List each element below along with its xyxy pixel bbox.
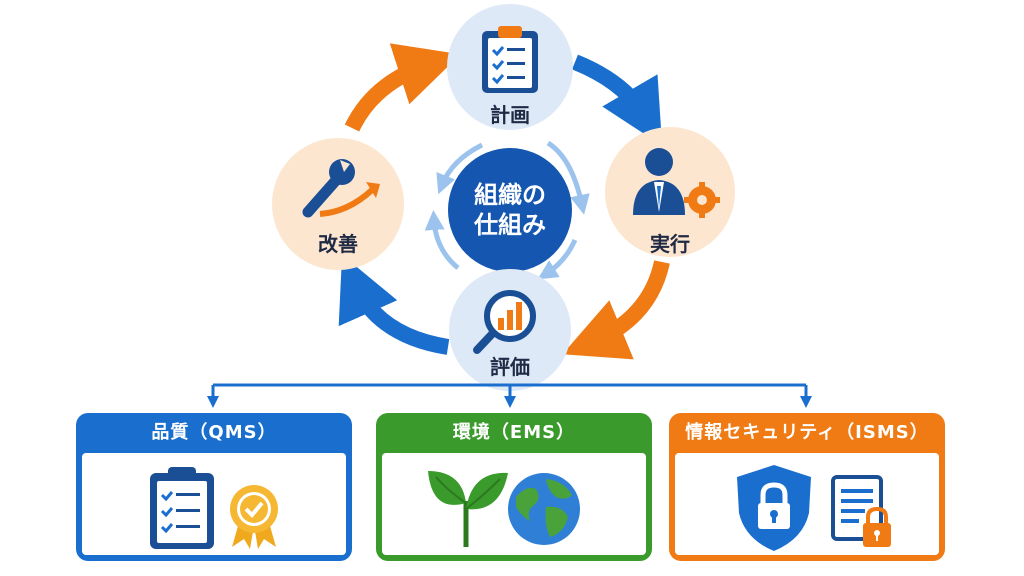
card-qms: 品質（QMS） bbox=[76, 413, 352, 561]
arrow-plan-to-do bbox=[571, 54, 663, 146]
arrow-check-to-act bbox=[338, 254, 450, 355]
person-gear-icon bbox=[633, 148, 720, 218]
clipboard-checklist-icon bbox=[150, 467, 214, 549]
node-plan-label: 計画 bbox=[490, 103, 530, 127]
node-check: 評価 bbox=[449, 269, 571, 391]
globe-icon bbox=[508, 473, 580, 545]
connector-lines bbox=[207, 383, 812, 408]
node-check-label: 評価 bbox=[490, 355, 530, 379]
inner-arrow-2 bbox=[546, 140, 590, 215]
award-medal-icon bbox=[230, 485, 278, 549]
card-qms-title: 品質（QMS） bbox=[151, 422, 277, 443]
shield-lock-icon bbox=[737, 465, 811, 551]
inner-arrow-1 bbox=[436, 142, 484, 195]
node-act: 改善 bbox=[272, 138, 404, 270]
sprout-icon bbox=[428, 471, 508, 547]
node-do-label: 実行 bbox=[650, 232, 690, 256]
card-isms: 情報セキュリティ（ISMS） bbox=[669, 413, 945, 561]
wrench-arrow-icon bbox=[302, 159, 380, 218]
center-label-line1: 組織の bbox=[474, 181, 546, 209]
node-plan: 計画 bbox=[447, 4, 573, 130]
node-do: 実行 bbox=[605, 127, 735, 257]
node-act-label: 改善 bbox=[318, 232, 358, 256]
card-ems-title: 環境（EMS） bbox=[452, 422, 576, 443]
center-label-line2: 仕組み bbox=[473, 211, 546, 239]
arrow-do-to-check bbox=[562, 260, 670, 360]
clipboard-checklist-icon bbox=[482, 26, 538, 93]
card-ems: 環境（EMS） bbox=[376, 413, 652, 561]
document-lock-icon bbox=[831, 475, 891, 547]
arrow-act-to-plan bbox=[344, 43, 461, 132]
card-isms-title: 情報セキュリティ（ISMS） bbox=[685, 422, 929, 443]
center-circle bbox=[448, 148, 572, 272]
magnifier-chart-icon bbox=[473, 290, 536, 354]
inner-arrow-3 bbox=[537, 238, 578, 280]
inner-arrow-4 bbox=[424, 210, 460, 270]
